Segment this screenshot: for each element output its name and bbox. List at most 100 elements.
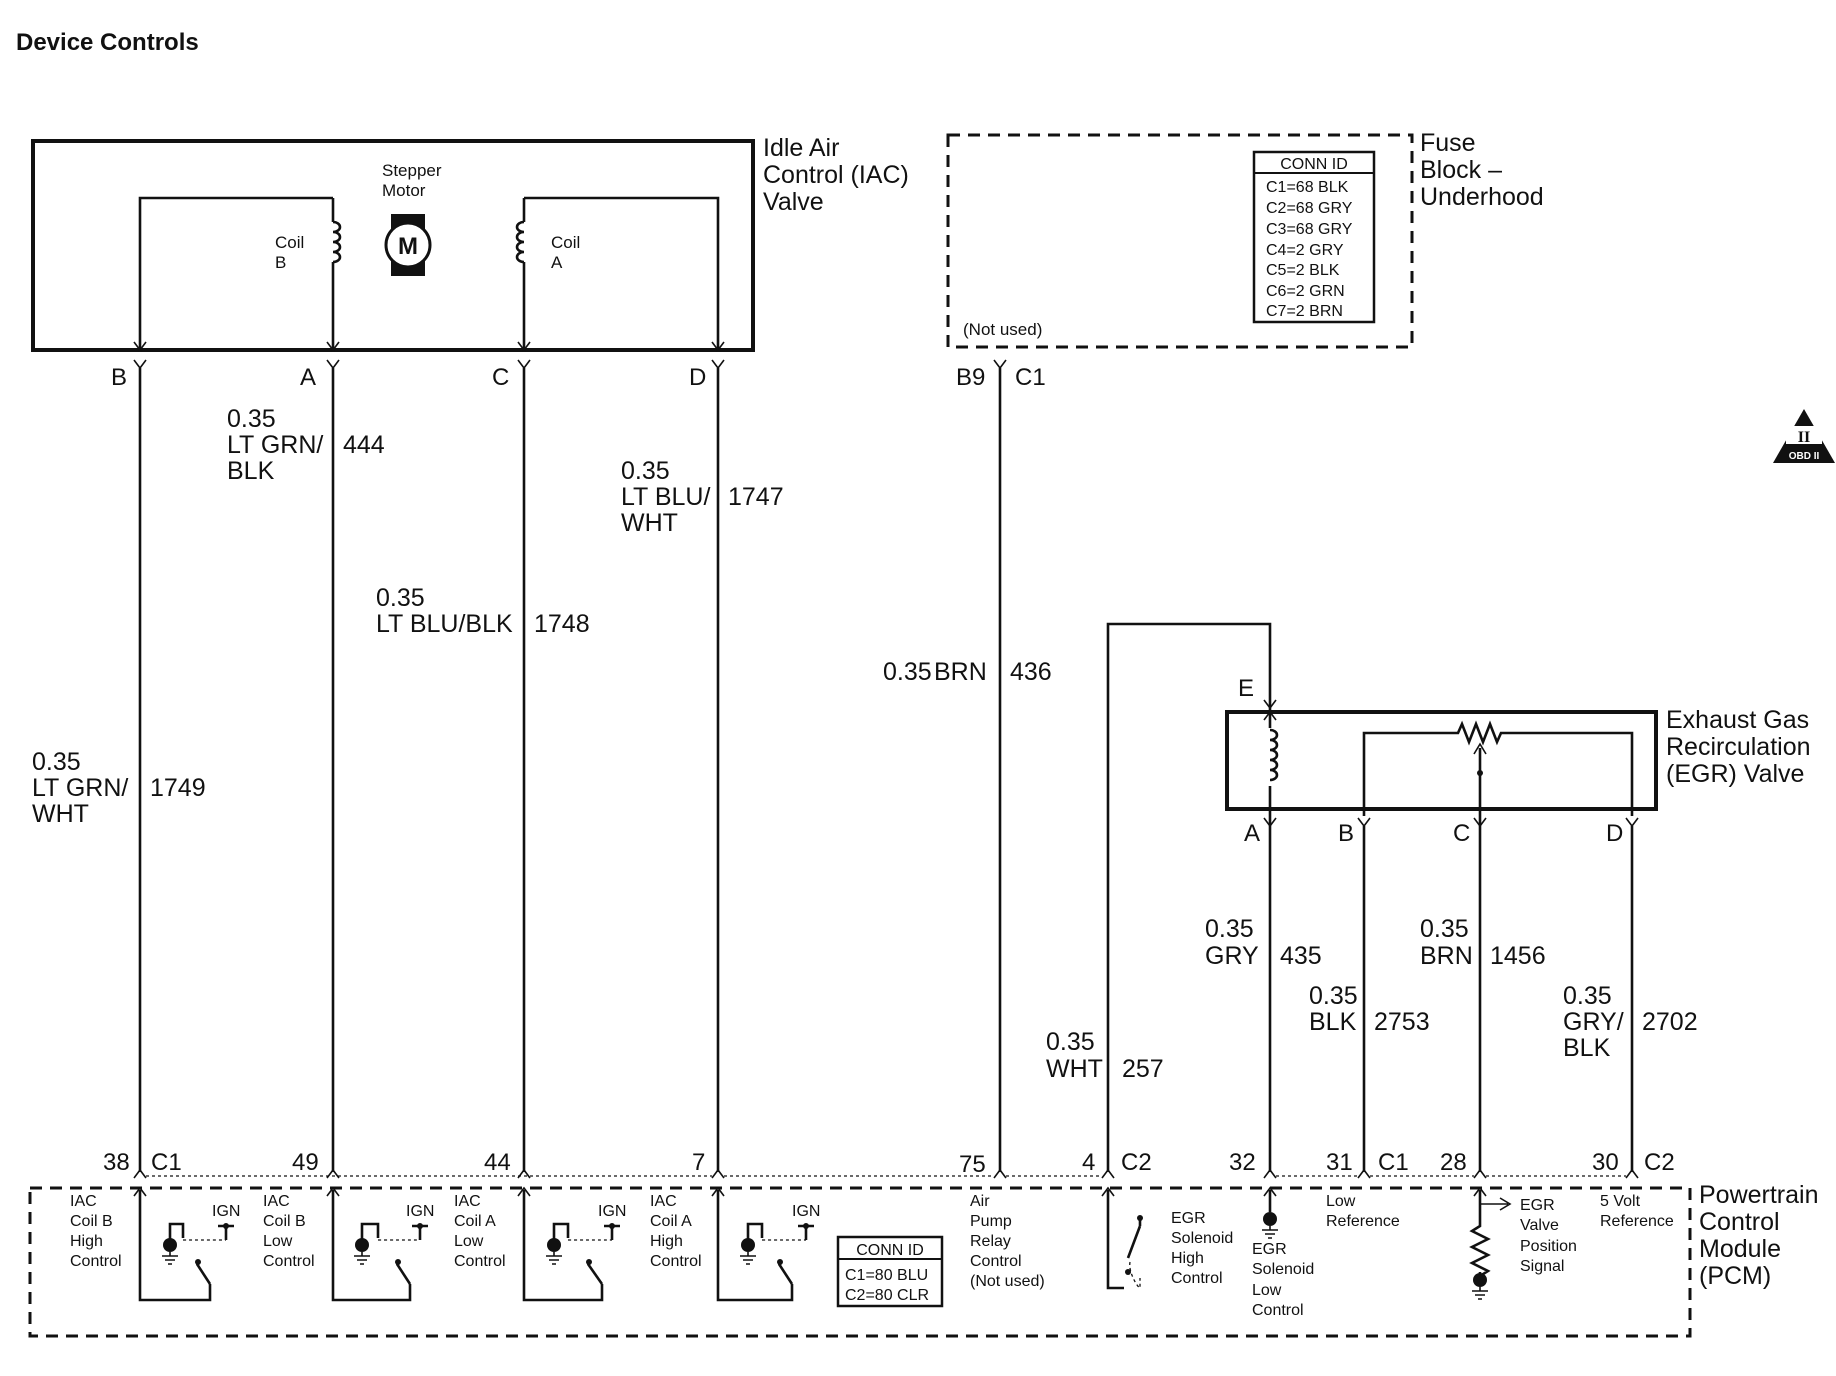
egr-position-label: Valve [1520, 1217, 1559, 1234]
iac-driver-circuit: IGN IAC Coil B High Control [70, 1190, 240, 1302]
wire-color: GRY/ [1563, 1008, 1624, 1036]
wire-color: BLK [1563, 1034, 1611, 1062]
ign-label: IGN [406, 1203, 434, 1220]
air-pump-label: Relay [970, 1233, 1011, 1250]
iac-driver-circuit: IGN IAC Coil B Low Control [263, 1190, 434, 1302]
motor-icon: M [384, 214, 432, 276]
pcm-pin: 28 [1440, 1149, 1467, 1176]
wire-circuit: 257 [1122, 1055, 1164, 1083]
motor-symbol: M [398, 233, 418, 260]
conn-id-row: C3=68 GRY [1266, 221, 1353, 238]
egr-low-label: EGR [1252, 1241, 1287, 1258]
pcm-connector: C2 [1121, 1149, 1152, 1176]
ign-label: IGN [598, 1203, 626, 1220]
wire-circuit: 444 [343, 431, 385, 459]
pcm-connector: C1 [1378, 1149, 1409, 1176]
wire-gauge: 0.35 [1309, 982, 1358, 1010]
egr-high-label: EGR [1171, 1210, 1206, 1227]
pcm-pin: 30 [1592, 1149, 1619, 1176]
fuse-block-name-line: Fuse [1420, 129, 1476, 157]
iac-name-line: Valve [763, 188, 824, 216]
egr-high-label: High [1171, 1250, 1204, 1267]
wire-circuit: 1748 [534, 610, 590, 638]
driver-label: Control [650, 1253, 702, 1270]
egr-name-line: Recirculation [1666, 733, 1811, 761]
pcm-name-line: Powertrain [1699, 1181, 1819, 1209]
wire-color: LT BLU/ [621, 483, 710, 511]
driver-label: IAC [454, 1193, 481, 1210]
wire-gauge: 0.35 [32, 748, 81, 776]
driver-label: Control [263, 1253, 315, 1270]
egr-high-control-circuit: EGR Solenoid High Control [1106, 1190, 1233, 1290]
wire-color: GRY [1205, 942, 1259, 970]
pcm-connector: C2 [1644, 1149, 1675, 1176]
wire-gauge: 0.35 [1046, 1028, 1095, 1056]
coil-a-label: Coil [551, 233, 580, 252]
egr-high-label: Solenoid [1171, 1230, 1233, 1247]
stepper-motor-label: Motor [382, 181, 426, 200]
egr-low-label: Low [1252, 1282, 1282, 1299]
fuse-block-conn-id-table: CONN ID C1=68 BLK C2=68 GRY C3=68 GRY C4… [1252, 150, 1376, 324]
driver-label: Control [454, 1253, 506, 1270]
wire-color: LT BLU/BLK [376, 610, 513, 638]
egr-valve-box [1225, 710, 1658, 811]
conn-id-header: CONN ID [1280, 156, 1348, 173]
page-title: Device Controls [16, 29, 199, 56]
egr-position-label: Signal [1520, 1258, 1564, 1275]
pcm-name-line: (PCM) [1699, 1262, 1771, 1290]
iac-pin-label: D [689, 364, 706, 391]
driver-label: Coil A [454, 1213, 496, 1230]
wire-circuit: 1747 [728, 483, 784, 511]
fuse-block-name-line: Underhood [1420, 183, 1544, 211]
iac-valve-box [31, 139, 755, 352]
fuse-block: Fuse Block – Underhood (Not used) CONN I… [946, 129, 1544, 391]
egr-pin-label: D [1606, 820, 1623, 847]
stepper-motor-label: Stepper [382, 161, 442, 180]
pcm-name-line: Control [1699, 1208, 1780, 1236]
wire-gauge: 0.35 [227, 405, 276, 433]
conn-id-row: C6=2 GRN [1266, 283, 1345, 300]
fuse-block-pin: B9 [956, 364, 985, 391]
driver-label: Coil B [70, 1213, 113, 1230]
wire-gauge: 0.35 [1420, 915, 1469, 943]
wire-labels: 0.35 LT GRN/ WHT 1749 0.35 LT GRN/ BLK 4… [32, 405, 1698, 1083]
driver-label: Control [70, 1253, 122, 1270]
obd-symbol: II [1798, 429, 1810, 446]
fuse-block-not-used: (Not used) [963, 320, 1042, 339]
driver-label: Low [454, 1233, 484, 1250]
egr-name-line: Exhaust Gas [1666, 706, 1809, 734]
air-pump-label: Pump [970, 1213, 1012, 1230]
egr-low-label: Solenoid [1252, 1261, 1314, 1278]
wire-gauge: 0.35 [1205, 915, 1254, 943]
wire-gauge: 0.35 [376, 584, 425, 612]
driver-label: Coil A [650, 1213, 692, 1230]
conn-id-row: C1=68 BLK [1266, 179, 1349, 196]
egr-pin-e: E [1238, 675, 1254, 702]
obd-text: OBD II [1789, 451, 1820, 462]
egr-pin-label: B [1338, 820, 1354, 847]
wire-color: LT GRN/ [227, 431, 323, 459]
air-pump-label: (Not used) [970, 1273, 1045, 1290]
pcm-pin: 49 [292, 1149, 319, 1176]
pcm-pin: 4 [1082, 1149, 1095, 1176]
conn-id-row: C1=80 BLU [845, 1267, 928, 1284]
egr-position-label: Position [1520, 1238, 1577, 1255]
ign-label: IGN [212, 1203, 240, 1220]
wire-circuit: 1749 [150, 774, 206, 802]
egr-name-line: (EGR) Valve [1666, 760, 1804, 788]
five-volt-reference-label: Reference [1600, 1213, 1674, 1230]
signal-arrow-icon [1480, 1197, 1512, 1211]
wire-color: BLK [1309, 1008, 1357, 1036]
air-pump-label: Control [970, 1253, 1022, 1270]
driver-label: High [650, 1233, 683, 1250]
pcm-name-line: Module [1699, 1235, 1781, 1263]
wire-circuit: 435 [1280, 942, 1322, 970]
iac-driver-circuit: IGN IAC Coil A High Control [650, 1190, 820, 1302]
egr-low-label: Control [1252, 1302, 1304, 1319]
pcm-pin: 75 [959, 1151, 986, 1178]
low-reference-label: Reference [1326, 1213, 1400, 1230]
egr-pin-label: C [1453, 820, 1470, 847]
wire-gauge: 0.35 [621, 457, 670, 485]
obd-ii-badge: II OBD II [1773, 409, 1835, 463]
